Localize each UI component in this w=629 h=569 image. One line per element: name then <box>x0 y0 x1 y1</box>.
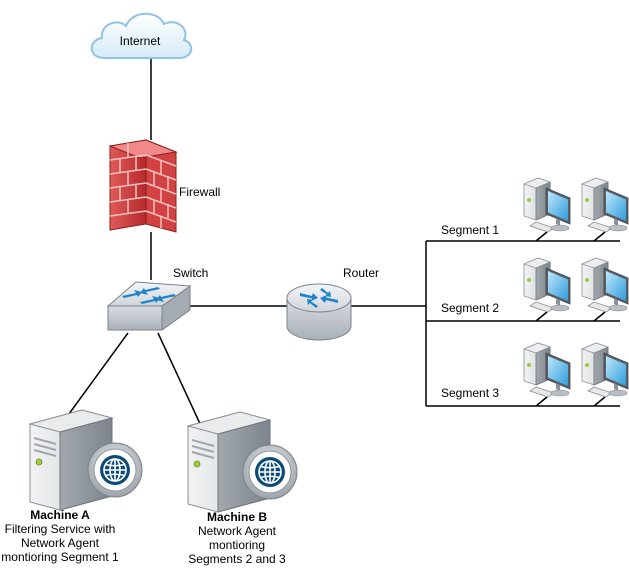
switch-icon: Switch <box>106 266 208 331</box>
machine-a-desc-line: Filtering Service with <box>5 522 116 536</box>
line-switch-machine-b <box>157 332 203 429</box>
machine-b-title: Machine B <box>207 510 267 524</box>
segment-2-label: Segment 2 <box>441 301 499 315</box>
machine-a-desc-line: Network Agent <box>21 536 100 550</box>
internet-label: Internet <box>120 34 161 48</box>
machine-a: Machine A Filtering Service with Network… <box>1 409 143 564</box>
pc-drop <box>535 311 548 322</box>
workstation-icon <box>523 177 571 233</box>
machine-a-title: Machine A <box>30 508 90 522</box>
machine-b: Machine B Network Agent montioring Segme… <box>187 411 298 566</box>
segment-1-label: Segment 1 <box>441 223 499 237</box>
line-switch-machine-a <box>65 332 129 419</box>
machine-a-desc-line: montioring Segment 1 <box>1 550 119 564</box>
segment-labels: Segment 1 Segment 2 Segment 3 <box>441 223 499 400</box>
pc-drop <box>535 396 548 407</box>
workstation-icon <box>581 257 629 313</box>
workstation-icon <box>581 342 629 398</box>
segment-3-label: Segment 3 <box>441 386 499 400</box>
internet-cloud-icon: Internet <box>90 12 193 59</box>
machine-b-desc-line: Segments 2 and 3 <box>188 552 286 566</box>
firewall-brick-icon: Firewall <box>108 139 220 233</box>
router-icon: Router <box>286 266 379 341</box>
globe-icon <box>242 444 298 500</box>
switch-label: Switch <box>173 266 208 280</box>
pc-drop <box>593 231 606 242</box>
machine-b-desc-line: Network Agent <box>198 524 277 538</box>
machine-b-desc-line: montioring <box>209 538 265 552</box>
workstation-icon <box>523 342 571 398</box>
firewall-label: Firewall <box>179 185 220 199</box>
pc-drop <box>593 396 606 407</box>
pc-drop <box>535 231 548 242</box>
connection-lines <box>65 55 620 429</box>
router-label: Router <box>343 266 379 280</box>
workstations <box>523 177 629 398</box>
workstation-icon <box>523 257 571 313</box>
pc-drop <box>593 311 606 322</box>
globe-icon <box>87 442 143 498</box>
workstation-icon <box>581 177 629 233</box>
